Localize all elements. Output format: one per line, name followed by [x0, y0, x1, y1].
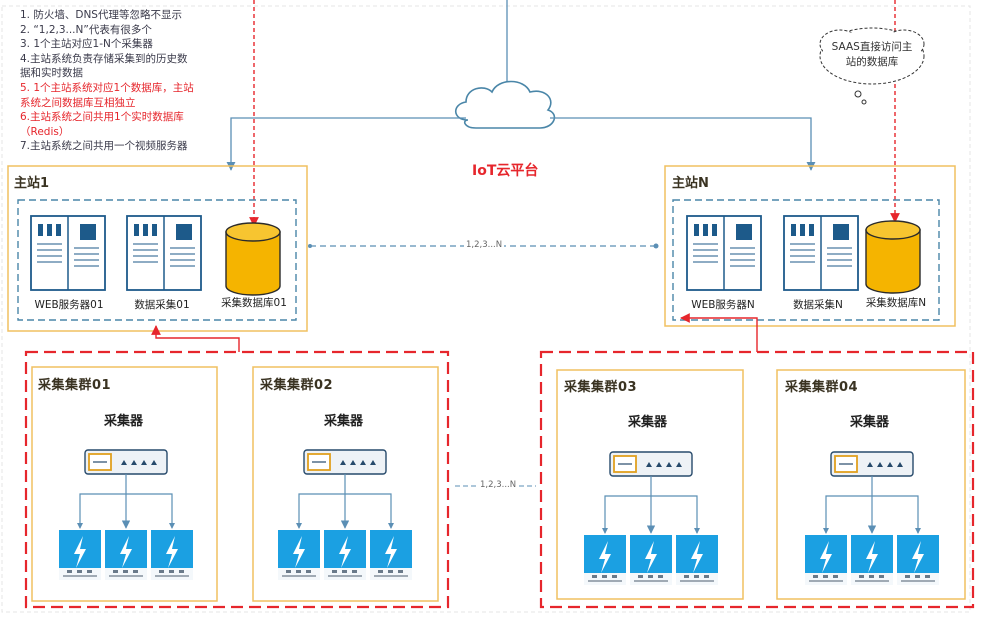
- cluster-link-label: 1,2,3...N: [478, 480, 519, 490]
- cluster-02-label: 采集集群02: [260, 378, 334, 393]
- station-n-label: 主站N: [672, 176, 709, 191]
- web-server-icon: [30, 215, 106, 291]
- cluster-to-station-n: [680, 313, 758, 352]
- power-meter-icon: [805, 535, 847, 585]
- cluster-03-box: [556, 369, 744, 600]
- cluster-01-box: [31, 366, 218, 602]
- meter-branch: [604, 495, 698, 533]
- cloud-to-station-n: [550, 117, 816, 171]
- station-link-label: 1,2,3...N: [464, 240, 505, 250]
- note-line: 5. 1个主站系统对应1个数据库，主站: [20, 82, 194, 94]
- station-1-label: 主站1: [14, 176, 50, 191]
- collector-device-icon: [84, 449, 168, 475]
- cluster-02-collector-label: 采集器: [324, 414, 364, 429]
- power-meter-icon: [584, 535, 626, 585]
- power-meter-icon: [370, 530, 412, 580]
- power-meter-icon: [278, 530, 320, 580]
- cluster-01-label: 采集集群01: [38, 378, 112, 393]
- station-n-db-label: 采集数据库N: [865, 297, 927, 309]
- power-meter-icon: [105, 530, 147, 580]
- meter-branch: [79, 493, 173, 528]
- cluster-to-station-1: [151, 325, 240, 352]
- database-icon: [225, 222, 281, 296]
- cloud-title: IoT云平台: [472, 163, 539, 179]
- note-line: 3. 1个主站对应1-N个采集器: [20, 38, 153, 51]
- cluster-04-collector-label: 采集器: [850, 415, 890, 430]
- saas-callout-line-2: 站的数据库: [845, 56, 899, 68]
- station-n-inner: [672, 199, 940, 321]
- cluster-03-collector-label: 采集器: [628, 415, 668, 430]
- data-collection-server-icon: [126, 215, 202, 291]
- saas-callout-text: SAAS直接访问主 站的数据库: [820, 40, 924, 70]
- station-1-db-label: 采集数据库01: [221, 297, 287, 309]
- cluster-group-left: [24, 350, 450, 609]
- note-line: 7.主站系统之间共用一个视频服务器: [20, 140, 188, 153]
- power-meter-icon: [151, 530, 193, 580]
- note-line: 6.主站系统之间共用1个实时数据库: [20, 111, 184, 124]
- station-n-collect-label: 数据采集N: [793, 299, 843, 311]
- collector-device-icon: [830, 451, 914, 477]
- station-n-box: [664, 165, 956, 327]
- collector-device-icon: [609, 451, 693, 477]
- station-1-collect-label: 数据采集01: [134, 299, 190, 311]
- power-meter-icon: [324, 530, 366, 580]
- data-collection-server-icon: [783, 215, 859, 291]
- power-meter-icon: [676, 535, 718, 585]
- note-line: 系统之间数据库互相独立: [20, 96, 136, 109]
- power-meter-icon: [630, 535, 672, 585]
- saas-callout: [819, 27, 925, 105]
- station-n-web-label: WEB服务器N: [691, 299, 755, 311]
- saas-callout-line-1: SAAS直接访问主: [831, 41, 913, 53]
- meter-branch: [825, 495, 919, 533]
- note-line: 据和实时数据: [20, 67, 83, 80]
- station-1-web-label: WEB服务器01: [34, 299, 104, 311]
- cloud-to-station-1: [226, 117, 466, 171]
- page-frame: [1, 5, 971, 613]
- note-line: （Redis）: [20, 125, 70, 138]
- cluster-04-box: [776, 369, 966, 600]
- cloud-icon: [454, 80, 556, 129]
- note-line: 2. “1,2,3...N”代表有很多个: [20, 23, 152, 36]
- power-meter-icon: [897, 535, 939, 585]
- note-line: 1. 防火墙、DNS代理等忽略不显示: [20, 9, 182, 21]
- web-server-icon: [686, 215, 762, 291]
- cluster-01-collector-label: 采集器: [104, 414, 144, 429]
- cluster-04-label: 采集集群04: [785, 380, 859, 395]
- power-meter-icon: [851, 535, 893, 585]
- power-meter-icon: [59, 530, 101, 580]
- cluster-02-box: [252, 366, 439, 602]
- cluster-03-label: 采集集群03: [564, 380, 638, 395]
- database-icon: [865, 220, 921, 294]
- station-1-inner: [17, 199, 297, 321]
- collector-device-icon: [303, 449, 387, 475]
- note-line: 4.主站系统负责存储采集到的历史数: [20, 52, 188, 65]
- meter-branch: [298, 493, 392, 528]
